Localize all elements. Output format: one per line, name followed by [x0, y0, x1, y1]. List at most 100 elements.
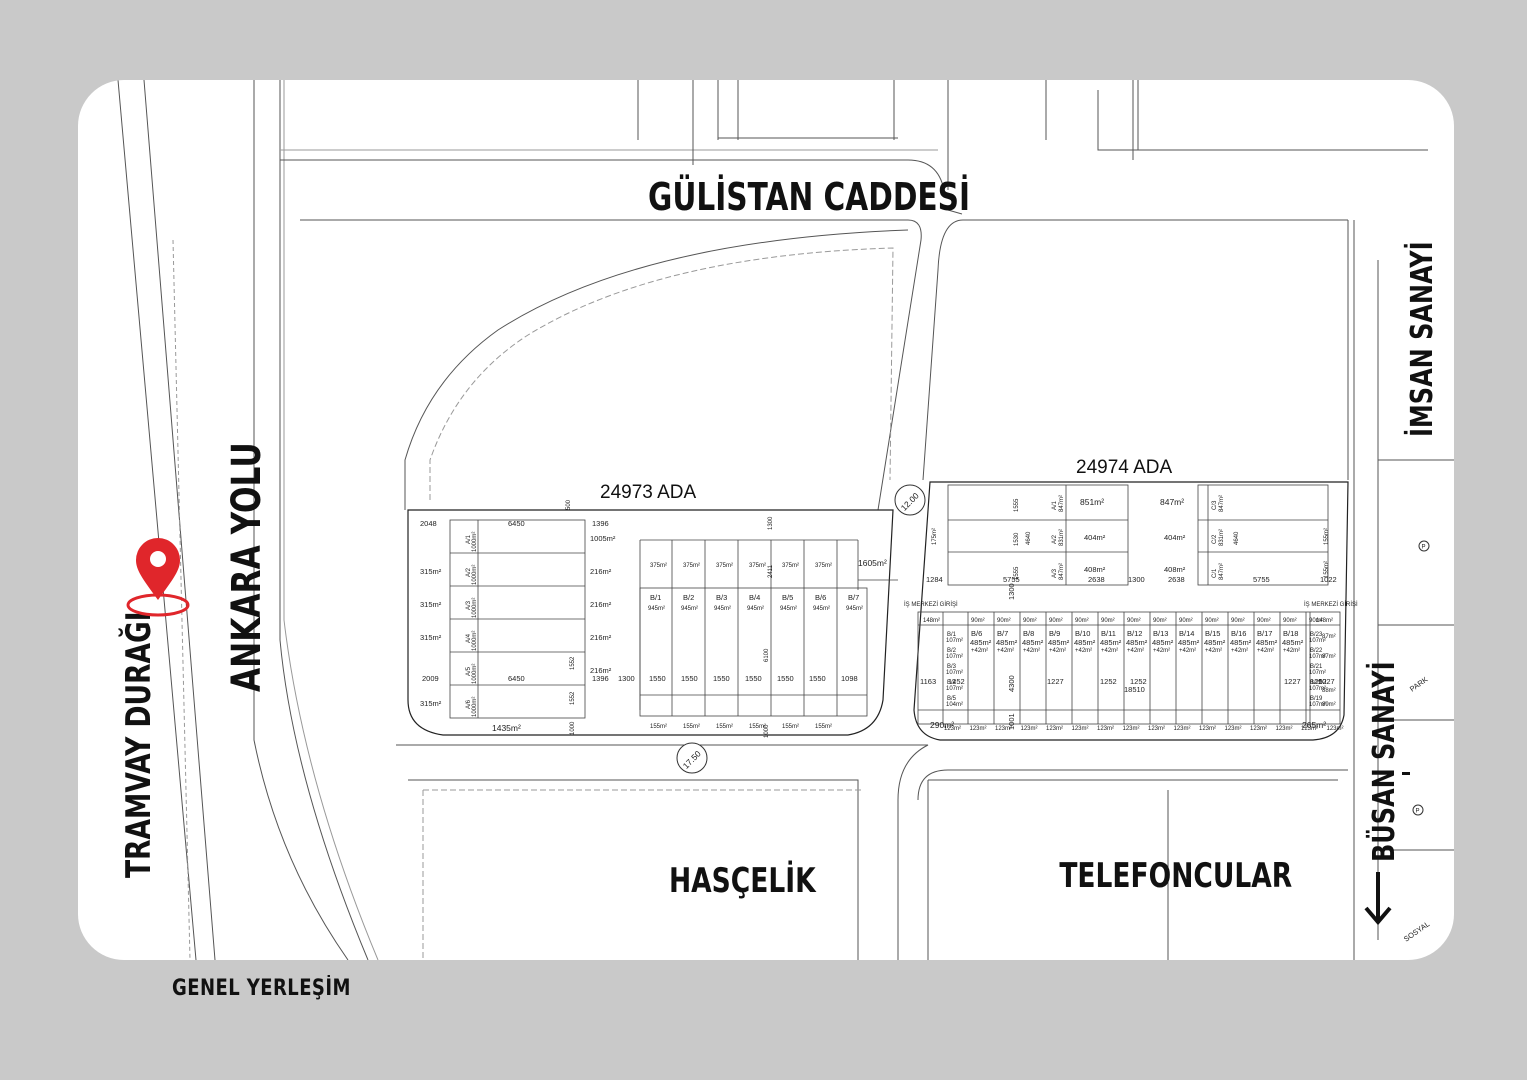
street-label-tramvay: TRAMVAY DURAĞI: [118, 611, 159, 878]
dimension-label: 4640: [1026, 531, 1032, 545]
street-label-imsan: İMSAN SANAYİ: [1404, 241, 1439, 437]
unit-label: B/18: [1283, 629, 1298, 638]
unit-area: 375m²: [650, 563, 667, 569]
dimension-label: 1550: [745, 674, 762, 683]
unit-area: +42m²: [1231, 648, 1248, 654]
unit-area: 404m²: [1084, 533, 1106, 542]
unit-area: 104m²: [946, 702, 963, 708]
unit-label: B/2: [947, 648, 957, 654]
unit-area: 123m²: [1148, 726, 1165, 732]
unit-area: 1000m²: [472, 631, 478, 651]
unit-area: 485m²: [1230, 638, 1252, 647]
dimension-label: 175m²: [932, 528, 938, 545]
unit-label: B/5: [782, 593, 793, 602]
unit-label: A/3: [1052, 568, 1058, 578]
unit-area: 123m²: [1276, 726, 1293, 732]
dimension-label: 1555: [1014, 498, 1020, 512]
dimension-label: 2411: [768, 564, 774, 578]
unit-label: A/2: [1052, 534, 1058, 544]
unit-area: 315m²: [420, 699, 442, 708]
unit-area: 123m²: [1301, 726, 1318, 732]
unit-label: B/7: [997, 629, 1008, 638]
unit-area: 945m²: [813, 606, 830, 612]
unit-area: 216m²: [590, 633, 612, 642]
unit-area: 88m²: [1322, 688, 1336, 694]
unit-area: 485m²: [1074, 638, 1096, 647]
dimension-label: 1552: [570, 691, 576, 705]
entrance-label-right: İŞ MERKEZİ GİRİŞİ: [1304, 601, 1358, 608]
dimension-label: 1300: [1007, 583, 1016, 600]
unit-area: 375m²: [782, 563, 799, 569]
unit-area: 89m²: [1322, 702, 1336, 708]
unit-area: 315m²: [420, 633, 442, 642]
unit-area: 155m²: [716, 724, 733, 730]
unit-label: B/11: [1101, 629, 1116, 638]
block-label-24974: 24974 ADA: [1076, 457, 1172, 478]
unit-area: 408m²: [1084, 565, 1106, 574]
unit-area: 123m²: [1021, 726, 1038, 732]
road-width-marker-upper: [894, 484, 926, 516]
unit-area: 945m²: [648, 606, 665, 612]
dimension-label: 1022: [1320, 575, 1337, 584]
unit-area: 375m²: [749, 563, 766, 569]
unit-area: 1005m²: [590, 534, 616, 543]
unit-label: A/2: [466, 567, 472, 577]
dimension-label: 1027: [1318, 677, 1335, 686]
unit-area: 90m²: [971, 618, 985, 624]
unit-area: 90m²: [1309, 618, 1323, 624]
unit-area: 485m²: [1256, 638, 1278, 647]
unit-area: 851m²: [1080, 497, 1104, 507]
street-label-busan: BÜSAN SANAYİ: [1365, 661, 1401, 862]
unit-area: 155m²: [683, 724, 700, 730]
dimension-label: 1550: [777, 674, 794, 683]
unit-area: +42m²: [1257, 648, 1274, 654]
unit-area: 155m²: [782, 724, 799, 730]
unit-area: 485m²: [1126, 638, 1148, 647]
unit-area: +42m²: [1205, 648, 1222, 654]
unit-area: 90m²: [1023, 618, 1037, 624]
unit-area: 123m²: [1123, 726, 1140, 732]
unit-area: 90m²: [1049, 618, 1063, 624]
unit-area: 945m²: [714, 606, 731, 612]
unit-area: 831m²: [1219, 529, 1225, 546]
unit-area: 123m²: [1225, 726, 1242, 732]
dimension-label: 1098: [841, 674, 858, 683]
unit-area: +42m²: [1127, 648, 1144, 654]
unit-label: C/1: [1212, 568, 1218, 578]
unit-area: 123m²: [1250, 726, 1267, 732]
unit-area: +42m²: [1023, 648, 1040, 654]
unit-label: B/9: [1049, 629, 1060, 638]
unit-area: 107m²: [1309, 638, 1326, 644]
dimension-label: 5755: [1003, 575, 1020, 584]
unit-area: 485m²: [1100, 638, 1122, 647]
unit-area: 107m²: [946, 654, 963, 660]
unit-area: 831m²: [1059, 529, 1065, 546]
unit-area: 216m²: [590, 567, 612, 576]
unit-area: 408m²: [1164, 565, 1186, 574]
unit-area: 90m²: [1231, 618, 1245, 624]
neighbor-label-hascelik: HASÇELİK: [669, 861, 817, 901]
dimension-label: 1550: [649, 674, 666, 683]
unit-area: 123m²: [1072, 726, 1089, 732]
unit-area: 404m²: [1164, 533, 1186, 542]
unit-label: B/1: [650, 593, 661, 602]
dimension-label: 1000: [570, 721, 576, 735]
unit-area: 1000m²: [472, 565, 478, 585]
unit-label: B/3: [947, 664, 957, 670]
unit-label: A/3: [466, 600, 472, 610]
unit-area: 1000m²: [472, 664, 478, 684]
dimension-label: 1284: [926, 575, 943, 584]
unit-label: B/16: [1231, 629, 1246, 638]
unit-area: 847m²: [1219, 563, 1225, 580]
block-label-24973: 24973 ADA: [600, 482, 696, 503]
unit-label: B/6: [971, 629, 982, 638]
unit-area: 375m²: [815, 563, 832, 569]
dimension-label: 1550: [681, 674, 698, 683]
unit-area: 123m²: [1327, 726, 1344, 732]
dimension-label: 1252: [1130, 677, 1147, 686]
svg-text:P: P: [1422, 545, 1426, 551]
unit-label: B/14: [1179, 629, 1194, 638]
unit-label: B/19: [1310, 696, 1323, 702]
